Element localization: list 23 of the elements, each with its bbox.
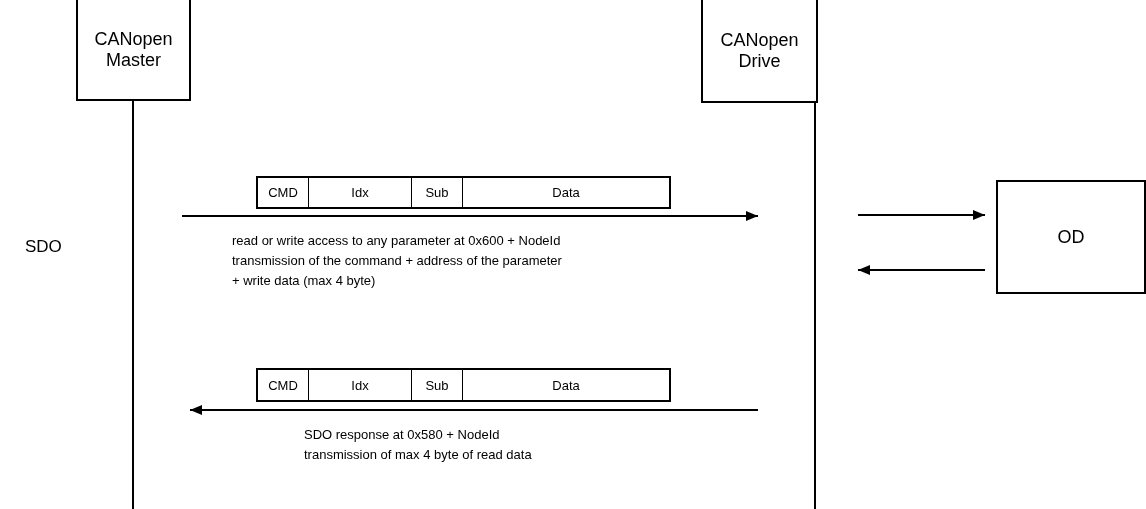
arrow (857, 265, 986, 275)
node-label: Sub (424, 185, 450, 200)
node-label: Sub (424, 377, 450, 393)
node-label: OD (1056, 226, 1086, 248)
node-label: Data (551, 377, 581, 393)
node-label: CMD (267, 185, 299, 200)
node-label: Idx (350, 185, 370, 200)
arrow (857, 210, 986, 220)
node-label: Data (551, 185, 581, 200)
protocol-label: SDO (25, 237, 62, 257)
message-frame (256, 176, 671, 209)
entity-box (701, 0, 818, 103)
message-frame (256, 368, 671, 402)
node-label: Idx (350, 377, 370, 393)
node-label: CANopen Master (93, 28, 174, 71)
lifeline (814, 102, 816, 509)
arrow (181, 211, 759, 221)
object-dictionary-box (996, 180, 1146, 294)
node-label: CANopen Drive (719, 29, 800, 72)
arrow (189, 405, 759, 415)
lifeline (132, 100, 134, 509)
node-label: CMD (267, 377, 299, 393)
entity-box (76, 0, 191, 101)
